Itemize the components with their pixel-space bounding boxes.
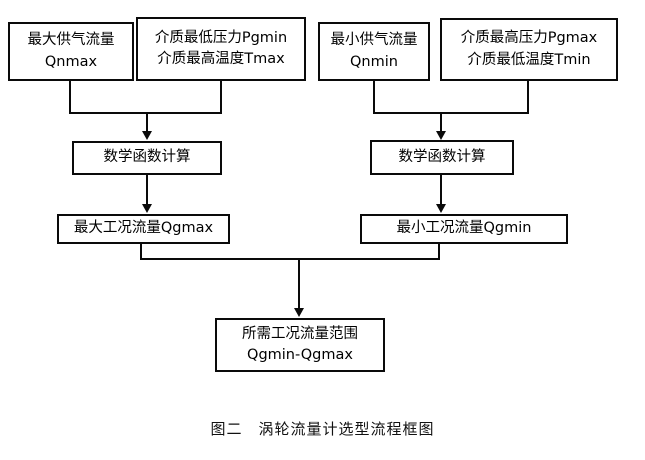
connector-math-right-to-qgmin <box>440 175 442 205</box>
node-math-calc-right: 数学函数计算 <box>370 140 514 175</box>
node-math-calc-left: 数学函数计算 <box>72 141 222 175</box>
connector-right-merge-bar <box>373 112 529 114</box>
node-min-pressure-max-temp-line1: 介质最低压力Pgmin <box>154 29 288 46</box>
node-max-pressure-min-temp: 介质最高压力Pgmax 介质最低温度Tmin <box>440 18 618 81</box>
node-max-supply-flow-line2: Qnmax <box>44 53 98 70</box>
arrow-to-result-range <box>294 308 304 317</box>
connector-bottom-merge-bar <box>140 258 440 260</box>
node-min-pressure-max-temp: 介质最低压力Pgmin 介质最高温度Tmax <box>136 17 306 81</box>
connector-right-merge-stem <box>440 112 442 134</box>
node-min-pressure-max-temp-line2: 介质最高温度Tmax <box>157 51 285 67</box>
connector-left-merge-bar <box>69 112 222 114</box>
connector-min-supply-drop <box>373 81 375 114</box>
connector-qgmin-drop <box>438 244 440 260</box>
node-math-calc-left-label: 数学函数计算 <box>103 149 191 166</box>
connector-bottom-merge-stem <box>298 258 300 310</box>
node-result-range-line1: 所需工况流量范围 <box>242 325 358 342</box>
connector-min-pressure-drop <box>220 81 222 114</box>
node-min-supply-flow-line2: Qnmin <box>350 53 398 70</box>
node-min-supply-flow-line1: 最小供气流量 <box>330 32 418 49</box>
connector-math-left-to-qgmax <box>146 175 148 205</box>
node-qgmax-label: 最大工况流量Qgmax <box>73 220 214 237</box>
node-max-pressure-min-temp-line1: 介质最高压力Pgmax <box>460 30 598 47</box>
figure-caption: 图二 涡轮流量计选型流程框图 <box>210 420 435 438</box>
node-max-supply-flow-line1: 最大供气流量 <box>27 32 115 49</box>
node-qgmin: 最小工况流量Qgmin <box>360 214 568 244</box>
connector-max-supply-drop <box>69 81 71 114</box>
node-max-supply-flow: 最大供气流量 Qnmax <box>8 22 134 81</box>
node-min-supply-flow: 最小供气流量 Qnmin <box>318 22 430 81</box>
node-result-range-line2: Qgmin-Qgmax <box>247 347 353 363</box>
node-qgmax: 最大工况流量Qgmax <box>57 214 230 244</box>
connector-left-merge-stem <box>146 112 148 134</box>
node-result-range: 所需工况流量范围 Qgmin-Qgmax <box>215 318 385 372</box>
connector-qgmax-drop <box>140 244 142 260</box>
arrow-left-to-math-calc <box>142 131 152 140</box>
arrow-math-left-to-qgmax <box>142 204 152 213</box>
node-qgmin-label: 最小工况流量Qgmin <box>396 220 532 237</box>
node-max-pressure-min-temp-line2: 介质最低温度Tmin <box>467 51 591 68</box>
connector-max-pressure-drop <box>527 81 529 114</box>
arrow-right-to-math-calc <box>436 131 446 140</box>
node-math-calc-right-label: 数学函数计算 <box>398 148 486 165</box>
arrow-math-right-to-qgmin <box>436 204 446 213</box>
